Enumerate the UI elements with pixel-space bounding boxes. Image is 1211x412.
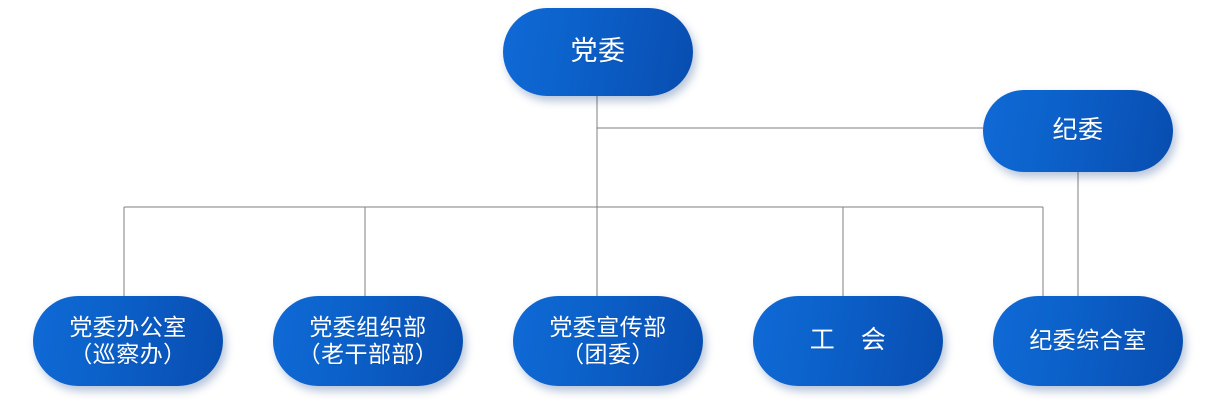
org-node-jiwei-zongheshi[interactable]: 纪委综合室 [993, 296, 1183, 386]
org-node-label: 工 会 [809, 327, 887, 355]
org-node-dangwei-zuzhibu[interactable]: 党委组织部 （老干部部） [273, 296, 463, 386]
org-node-label: 党委 [570, 36, 626, 67]
org-node-dangwei-bangongshi[interactable]: 党委办公室 （巡察办） [33, 296, 223, 386]
org-node-gonghui[interactable]: 工 会 [753, 296, 943, 386]
org-node-label: 党委宣传部 （团委） [549, 314, 667, 367]
org-node-label: 纪委综合室 [1029, 328, 1147, 354]
org-node-label: 党委组织部 （老干部部） [297, 314, 439, 367]
org-node-label: 党委办公室 （巡察办） [69, 314, 187, 367]
org-node-label: 纪委 [1052, 117, 1104, 145]
org-node-dangwei[interactable]: 党委 [503, 8, 693, 96]
org-node-dangwei-xuanchuanbu[interactable]: 党委宣传部 （团委） [513, 296, 703, 386]
org-node-jiwei[interactable]: 纪委 [983, 90, 1173, 172]
